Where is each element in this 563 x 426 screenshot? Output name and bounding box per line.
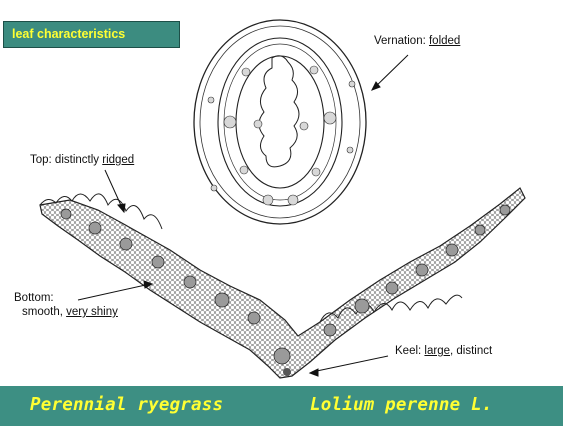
common-name: Perennial ryegrass [30, 395, 223, 415]
bottom-value: very shiny [66, 306, 118, 318]
bottom-label: Bottom: [14, 291, 118, 305]
section-tag: leaf characteristics [3, 21, 180, 48]
top-callout: Top: distinctly ridged [30, 153, 134, 167]
keel-suffix: , distinct [450, 345, 492, 357]
title-bar: Perennial ryegrass Lolium perenne L. [0, 386, 563, 426]
vernation-value: folded [429, 35, 460, 47]
bottom-callout: Bottom: smooth, very shiny [14, 291, 118, 319]
top-label: Top: distinctly [30, 154, 102, 166]
folded-leaf-cross-section [194, 20, 366, 224]
bottom-prefix: smooth, [22, 306, 66, 318]
keel-value: large [424, 345, 450, 357]
keel-label: Keel: [395, 345, 424, 357]
vernation-callout: Vernation: folded [374, 34, 460, 48]
scientific-name: Lolium perenne L. [310, 395, 493, 415]
vernation-label: Vernation: [374, 35, 429, 47]
bottom-description: smooth, very shiny [14, 305, 118, 319]
top-value: ridged [102, 154, 134, 166]
keel-callout: Keel: large, distinct [395, 344, 492, 358]
